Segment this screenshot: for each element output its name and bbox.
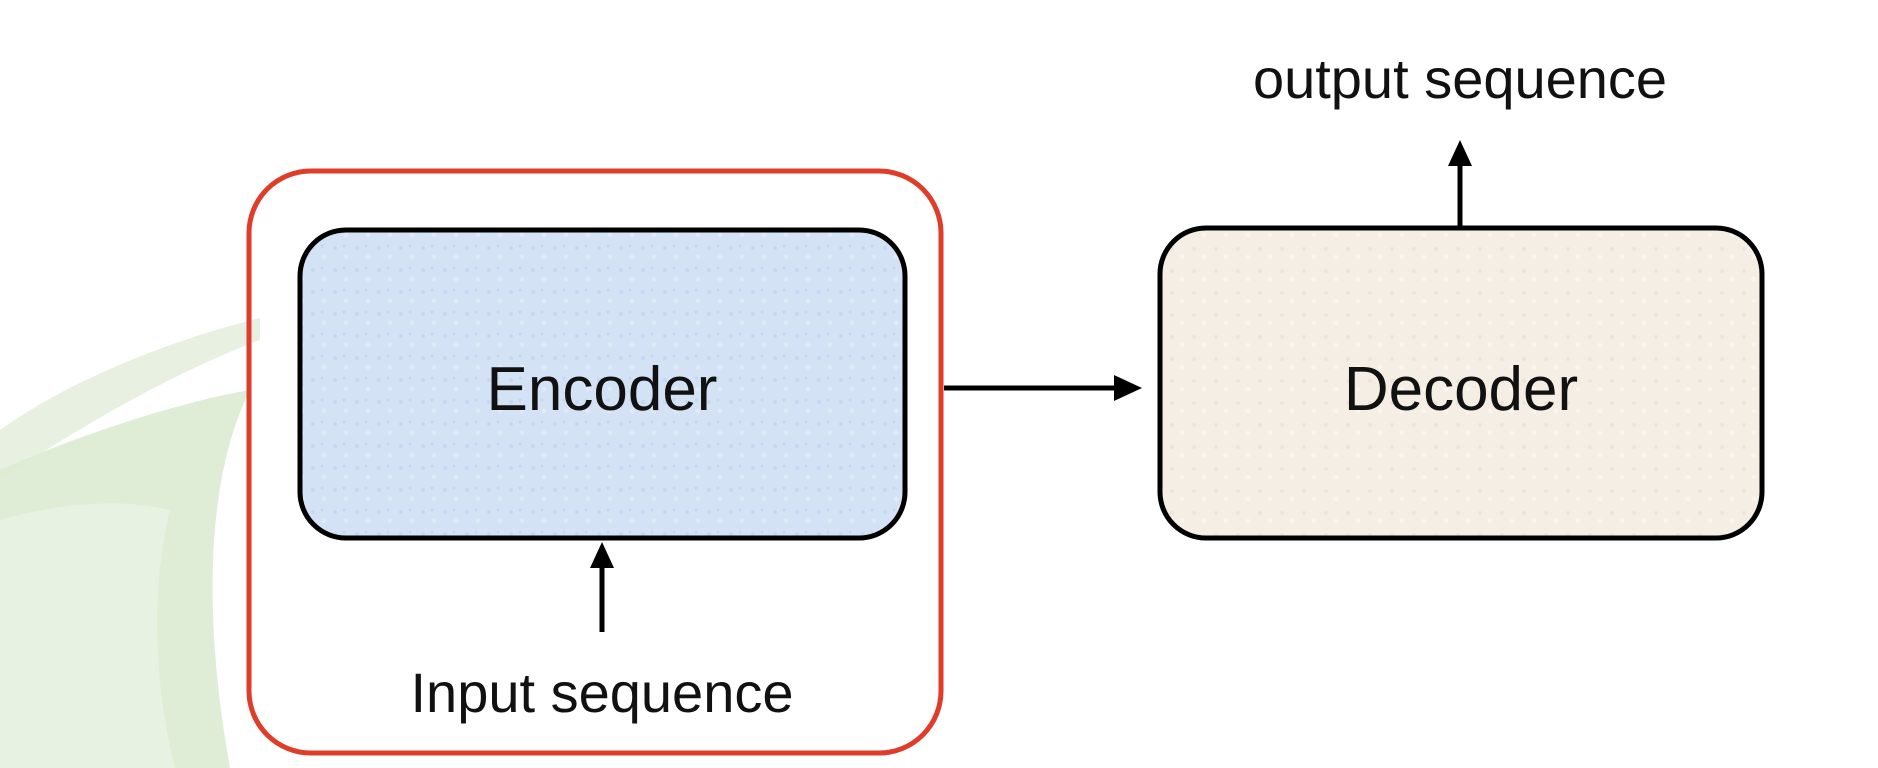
encoder-label: Encoder (487, 355, 718, 424)
decoder-box (1157, 225, 1765, 541)
input-arrow (590, 542, 614, 632)
decoder-label: Decoder (1344, 355, 1578, 424)
encoder-block[interactable]: Encoder (297, 227, 908, 541)
decoder-block[interactable]: Decoder (1157, 225, 1765, 541)
output-sequence-label: output sequence (1253, 47, 1667, 110)
encoder-highlight-frame (246, 168, 944, 756)
output-arrow (1448, 140, 1472, 226)
input-sequence-label: Input sequence (411, 661, 794, 724)
encoder-box (297, 227, 908, 541)
background-swoosh (0, 318, 260, 768)
encoder-to-decoder-arrow (944, 375, 1142, 401)
